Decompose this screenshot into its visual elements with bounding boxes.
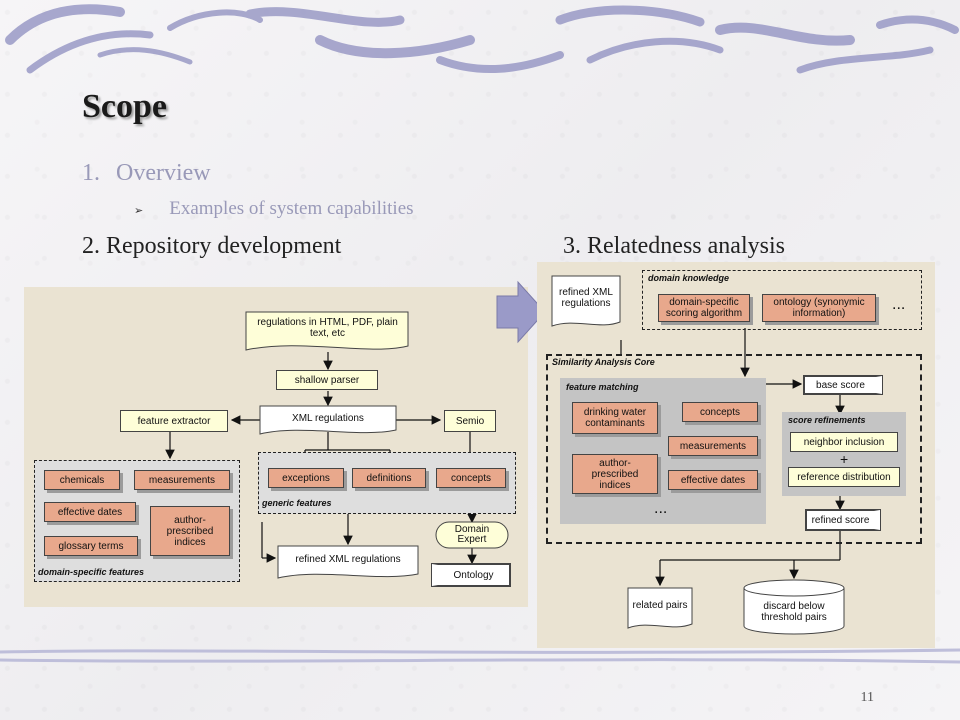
slide-title: Scope — [82, 88, 167, 125]
ontology-synonymic: ontology (synonymic information) — [762, 294, 876, 322]
feature-effective-dates: effective dates — [44, 502, 136, 522]
feature-author-prescribed-indices: author-prescribed indices — [150, 506, 230, 556]
outline-number: 1. — [82, 160, 100, 186]
page-number: 11 — [860, 690, 874, 705]
feature-matching-ellipsis: ... — [654, 500, 668, 517]
feature-measurements: measurements — [134, 470, 230, 490]
domain-scoring-algorithm: domain-specific scoring algorithm — [658, 294, 750, 322]
outline-sub-label: Examples of system capabilities — [169, 198, 414, 219]
plus-sign: + — [840, 451, 849, 467]
refined-xml-input: refined XML regulations — [559, 287, 613, 309]
shallow-parser-box: shallow parser — [276, 370, 378, 390]
feature-exceptions: exceptions — [268, 468, 344, 488]
domain-specific-features-label: domain-specific features — [38, 567, 145, 577]
outline-subitem: ➢ Examples of system capabilities — [134, 198, 414, 220]
feature-extractor-box: feature extractor — [120, 410, 228, 432]
fm-concepts: concepts — [682, 402, 758, 422]
fm-effective-dates: effective dates — [668, 470, 758, 490]
fm-author-prescribed-indices: author-prescribed indices — [572, 454, 658, 494]
arrow-bullet-icon: ➢ — [134, 205, 144, 217]
domain-knowledge-group — [642, 270, 922, 330]
domain-knowledge-ellipsis: ... — [892, 296, 906, 313]
generic-features-label: generic features — [262, 498, 332, 508]
reference-distribution-box: reference distribution — [788, 467, 900, 487]
ontology-store: Ontology — [431, 563, 511, 587]
feature-concepts: concepts — [436, 468, 506, 488]
domain-expert: Domain Expert — [454, 524, 490, 545]
input-document: regulations in HTML, PDF, plain text, et… — [257, 317, 398, 339]
outline-item-overview: 1. Overview — [82, 160, 211, 187]
refined-xml-regulations-doc: refined XML regulations — [295, 553, 401, 565]
xml-regulations-doc: XML regulations — [292, 412, 364, 424]
feature-glossary-terms: glossary terms — [44, 536, 138, 556]
outline-label: Overview — [116, 160, 211, 186]
related-pairs-doc: related pairs — [632, 599, 688, 611]
outline-item-repository: 2. Repository development — [82, 233, 342, 259]
similarity-analysis-core-group — [546, 354, 922, 544]
outline-item-relatedness: 3. Relatedness analysis — [563, 233, 785, 259]
semio-box: Semio — [444, 410, 496, 432]
domain-knowledge-label: domain knowledge — [648, 273, 730, 283]
refined-score-store: refined score — [805, 509, 881, 531]
feature-definitions: definitions — [352, 468, 426, 488]
neighbor-inclusion-box: neighbor inclusion — [790, 432, 898, 452]
fm-drinking-water: drinking water contaminants — [572, 402, 658, 434]
discard-below-threshold: discard below threshold pairs — [761, 601, 827, 623]
base-score-store: base score — [803, 375, 883, 395]
feature-matching-label: feature matching — [566, 382, 639, 392]
feature-chemicals: chemicals — [44, 470, 120, 490]
score-refinements-label: score refinements — [788, 415, 866, 425]
similarity-core-label: Similarity Analysis Core — [552, 357, 655, 367]
fm-measurements: measurements — [668, 436, 758, 456]
